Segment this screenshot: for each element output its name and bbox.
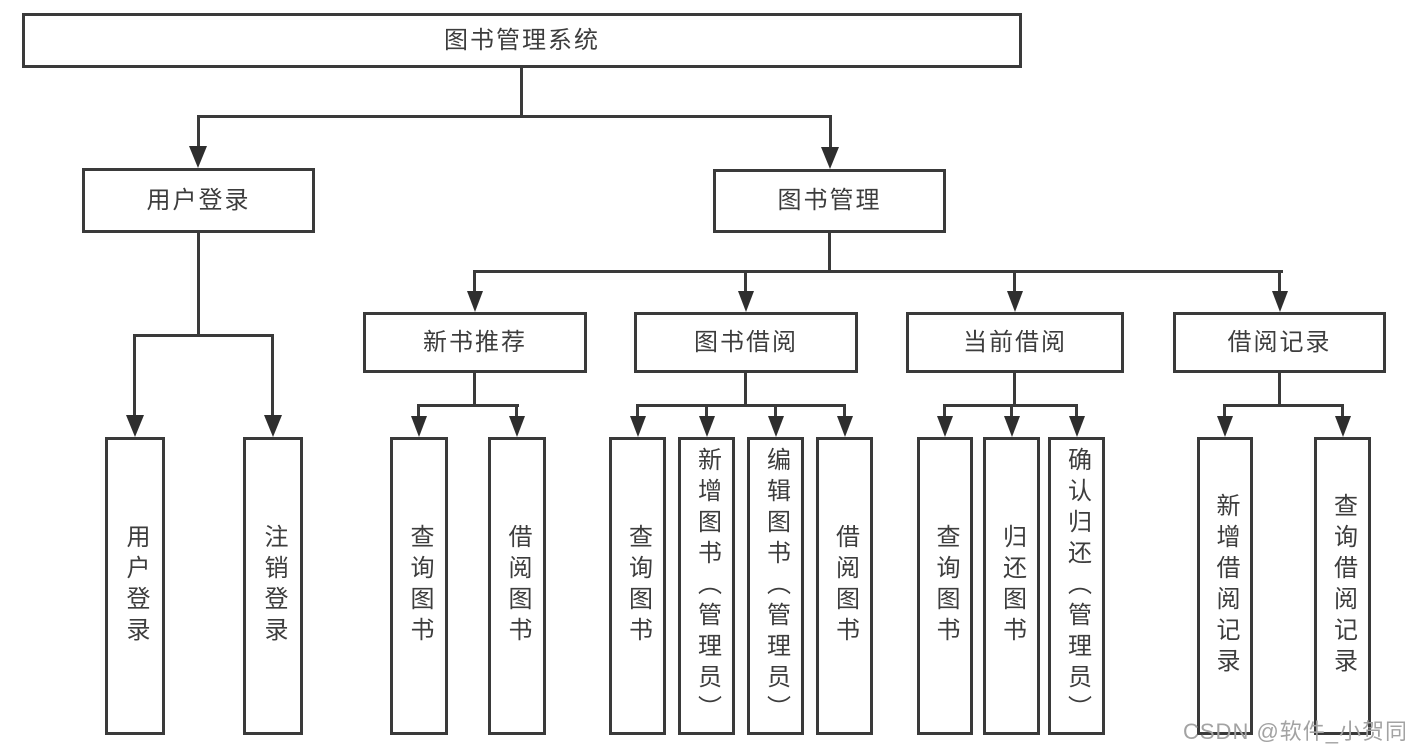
node-book-management: 图书管理: [713, 169, 946, 233]
connector-line: [133, 334, 136, 416]
connector-line: [473, 270, 1283, 273]
node-user-login: 用户登录: [82, 168, 315, 233]
connector-line: [417, 404, 420, 418]
arrow-down-icon: [937, 416, 953, 437]
connector-line: [1278, 373, 1281, 406]
arrow-down-icon: [1272, 291, 1288, 312]
arrow-down-icon: [509, 416, 525, 437]
leaf-user-login: 用户登录: [105, 437, 165, 735]
connector-line: [1223, 404, 1226, 418]
arrow-down-icon: [411, 416, 427, 437]
connector-line: [744, 373, 747, 406]
leaf-recommend-borrow-books: 借阅图书: [488, 437, 546, 735]
connector-line: [197, 115, 200, 148]
leaf-borrow-edit-books-admin: 编辑图书（管理员）: [747, 437, 804, 735]
leaf-logout: 注销登录: [243, 437, 303, 735]
leaf-current-query-books: 查询图书: [917, 437, 973, 735]
arrow-down-icon: [699, 416, 715, 437]
arrow-down-icon: [264, 415, 282, 437]
connector-line: [133, 334, 274, 337]
leaf-borrow-query-books: 查询图书: [609, 437, 666, 735]
connector-line: [828, 233, 831, 272]
leaf-records-query-record: 查询借阅记录: [1314, 437, 1371, 735]
connector-line: [843, 404, 846, 418]
connector-line: [197, 115, 832, 118]
arrow-down-icon: [1069, 416, 1085, 437]
connector-line: [1341, 404, 1344, 418]
connector-line: [417, 404, 519, 407]
arrow-down-icon: [467, 291, 483, 312]
leaf-records-add-record: 新增借阅记录: [1197, 437, 1253, 735]
arrow-down-icon: [126, 415, 144, 437]
arrow-down-icon: [1335, 416, 1351, 437]
node-book-borrowing: 图书借阅: [634, 312, 858, 373]
node-borrowing-records: 借阅记录: [1173, 312, 1386, 373]
leaf-recommend-query-books: 查询图书: [390, 437, 448, 735]
connector-line: [473, 270, 476, 291]
arrow-down-icon: [1217, 416, 1233, 437]
arrow-down-icon: [837, 416, 853, 437]
connector-line: [520, 68, 523, 117]
connector-line: [197, 233, 200, 337]
connector-line: [271, 334, 274, 416]
arrow-down-icon: [821, 147, 839, 169]
connector-line: [744, 270, 747, 291]
arrow-down-icon: [738, 291, 754, 312]
arrow-down-icon: [1007, 291, 1023, 312]
connector-line: [1013, 373, 1016, 406]
connector-line: [636, 404, 639, 418]
leaf-current-return-books: 归还图书: [983, 437, 1040, 735]
node-current-borrowing: 当前借阅: [906, 312, 1124, 373]
watermark: CSDN @软件_小贺同学: [1183, 719, 1405, 744]
connector-line: [1278, 270, 1281, 291]
arrow-down-icon: [768, 416, 784, 437]
connector-line: [515, 404, 518, 418]
connector-line: [943, 404, 946, 418]
connector-line: [1010, 404, 1013, 418]
leaf-current-confirm-return-admin: 确认归还（管理员）: [1048, 437, 1105, 735]
connector-line: [829, 115, 832, 149]
connector-line: [1075, 404, 1078, 418]
connector-line: [774, 404, 777, 418]
node-root: 图书管理系统: [22, 13, 1022, 68]
arrow-down-icon: [1004, 416, 1020, 437]
connector-line: [473, 373, 476, 406]
leaf-borrow-add-books-admin: 新增图书（管理员）: [678, 437, 735, 735]
arrow-down-icon: [630, 416, 646, 437]
connector-line: [1223, 404, 1344, 407]
connector-line: [705, 404, 708, 418]
arrow-down-icon: [189, 146, 207, 168]
leaf-borrow-borrow-books: 借阅图书: [816, 437, 873, 735]
connector-line: [636, 404, 846, 407]
node-new-book-recommendation: 新书推荐: [363, 312, 587, 373]
connector-line: [1013, 270, 1016, 291]
